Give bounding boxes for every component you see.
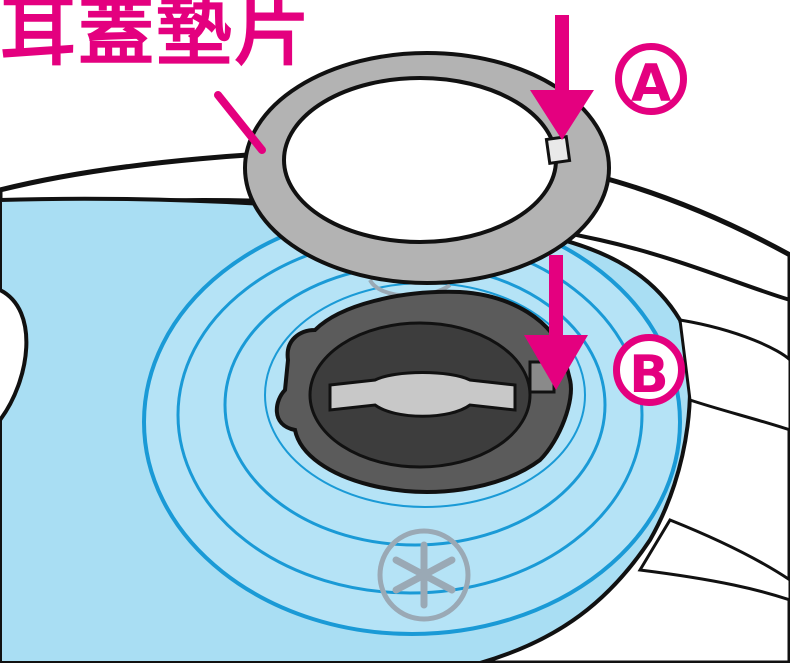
ear-gasket-ring: [243, 51, 611, 285]
arrow-b: [524, 255, 588, 390]
asterisk-mark: [377, 528, 471, 622]
earpiece-socket: [274, 289, 573, 494]
marker-b: B: [613, 334, 685, 406]
gasket-title: 耳蓋墊片: [0, 0, 312, 76]
marker-a-letter: A: [630, 54, 672, 114]
marker-a: A: [615, 43, 687, 115]
arrow-a: [530, 15, 594, 140]
title-leader-line: [214, 91, 266, 154]
marker-b-letter: B: [629, 345, 669, 405]
